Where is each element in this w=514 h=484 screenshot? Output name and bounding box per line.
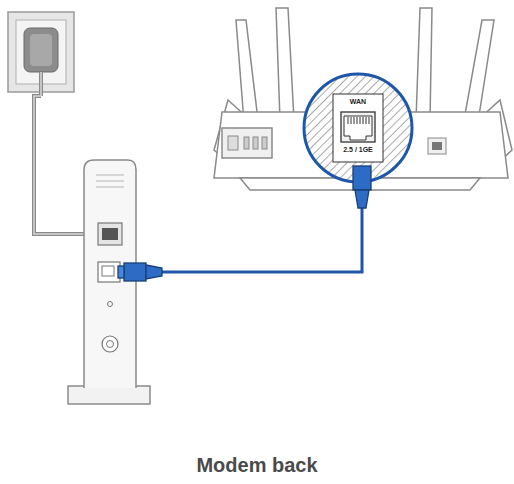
router xyxy=(214,8,512,190)
modem xyxy=(68,160,150,404)
port-label: WAN xyxy=(350,98,366,105)
port-label: 2.5 / 1GE xyxy=(343,146,373,153)
figure-caption: Modem back xyxy=(196,454,317,477)
ethernet-cable xyxy=(162,208,362,272)
ethernet-plug xyxy=(118,166,371,281)
wan-port-zoom xyxy=(294,70,424,190)
